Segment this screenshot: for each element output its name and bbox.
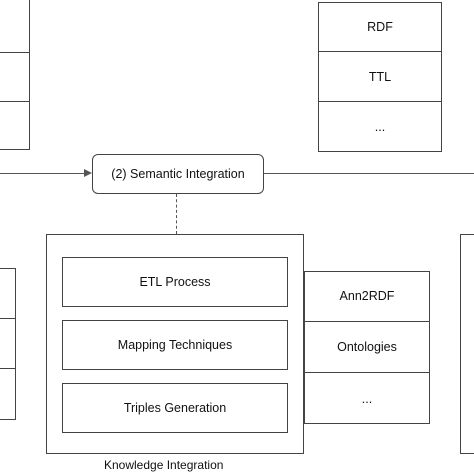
dashed-connector <box>176 194 177 234</box>
flow-line-right <box>264 173 474 174</box>
step-triples-generation: Triples Generation <box>62 383 288 433</box>
resources-box <box>304 271 430 424</box>
step-mapping-techniques: Mapping Techniques <box>62 320 288 370</box>
top-left-divider-2 <box>0 101 30 102</box>
bottom-left-divider-2 <box>0 368 16 369</box>
flow-arrowhead <box>84 169 92 177</box>
formats-box <box>318 2 442 152</box>
semantic-integration-node <box>92 154 264 194</box>
right-partial-box <box>460 234 474 454</box>
formats-divider-2 <box>318 101 442 102</box>
top-left-partial-box <box>0 0 30 150</box>
step-etl-process: ETL Process <box>62 257 288 307</box>
bottom-left-divider-1 <box>0 318 16 319</box>
semantic-integration-label: (2) Semantic Integration <box>111 167 245 181</box>
format-rdf: RDF <box>367 19 393 34</box>
knowledge-integration-caption: Knowledge Integration <box>104 458 224 472</box>
formats-divider-1 <box>318 51 442 52</box>
resource-more: ... <box>361 391 373 406</box>
resource-ontologies: Ontologies <box>337 340 397 354</box>
top-left-divider-1 <box>0 52 30 53</box>
resources-divider-2 <box>304 372 430 373</box>
bottom-left-partial-box <box>0 268 16 420</box>
flow-line-left <box>0 173 86 174</box>
format-more: ... <box>374 120 386 134</box>
resources-divider-1 <box>304 321 430 322</box>
format-ttl: TTL <box>368 69 392 84</box>
resource-ann2rdf: Ann2RDF <box>339 289 395 303</box>
